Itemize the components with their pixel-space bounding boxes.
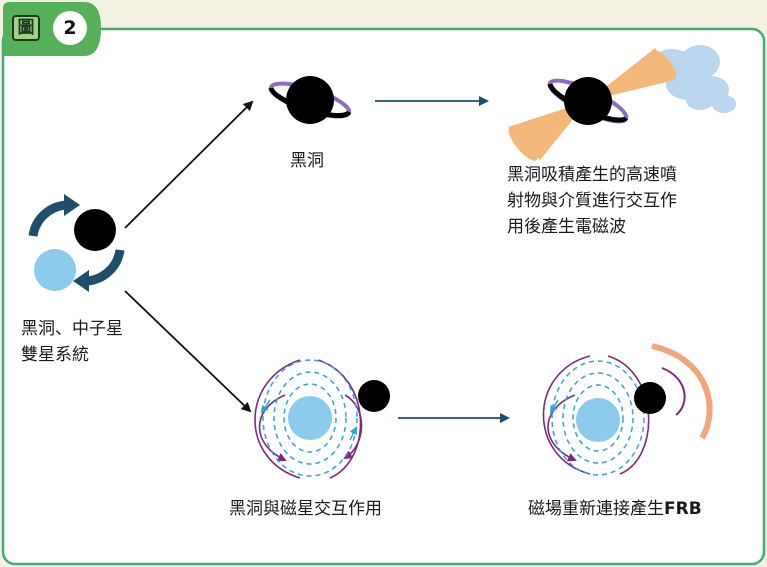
jet-black-hole-icon [508,45,736,161]
label-jet-line-3: 用後產生電磁波 [507,217,626,237]
label-magnetar-interaction: 黑洞與磁星交互作用 [229,499,382,519]
figure-badge-number: 2 [63,17,77,39]
binary-system-icon [28,194,125,292]
label-black-hole: 黑洞 [290,151,324,171]
magnetar-interaction-icon [254,359,390,479]
frb-arc-inner [661,367,686,416]
label-frb: 磁場重新連接產生FRB [528,496,702,522]
label-binary-line-2: 雙星系統 [21,345,89,365]
binary-neutron-star [34,249,76,291]
label-binary-line-1: 黑洞、中子星 [21,319,123,339]
label-frb-suffix: FRB [664,499,702,519]
label-jet-emission: 黑洞吸積產生的高速噴 射物與介質進行交互作 用後產生電磁波 [507,162,677,240]
binary-black-hole [74,209,116,251]
jet-cone-upper [588,48,675,101]
figure-badge-char: 圖 [17,18,35,38]
label-binary-system: 黑洞、中子星 雙星系統 [21,316,123,368]
arrow-to-black-hole [124,100,254,229]
arrow-to-magnetar [124,290,252,413]
frb-arc-outer [651,343,713,440]
label-frb-prefix: 磁場重新連接產生 [528,499,664,519]
black-hole-icon [268,76,352,124]
label-jet-line-2: 射物與介質進行交互作 [507,191,677,211]
label-jet-line-1: 黑洞吸積產生的高速噴 [507,165,677,185]
figure-badge [3,2,101,56]
figure-frame [1,27,766,566]
frb-icon [542,343,713,476]
